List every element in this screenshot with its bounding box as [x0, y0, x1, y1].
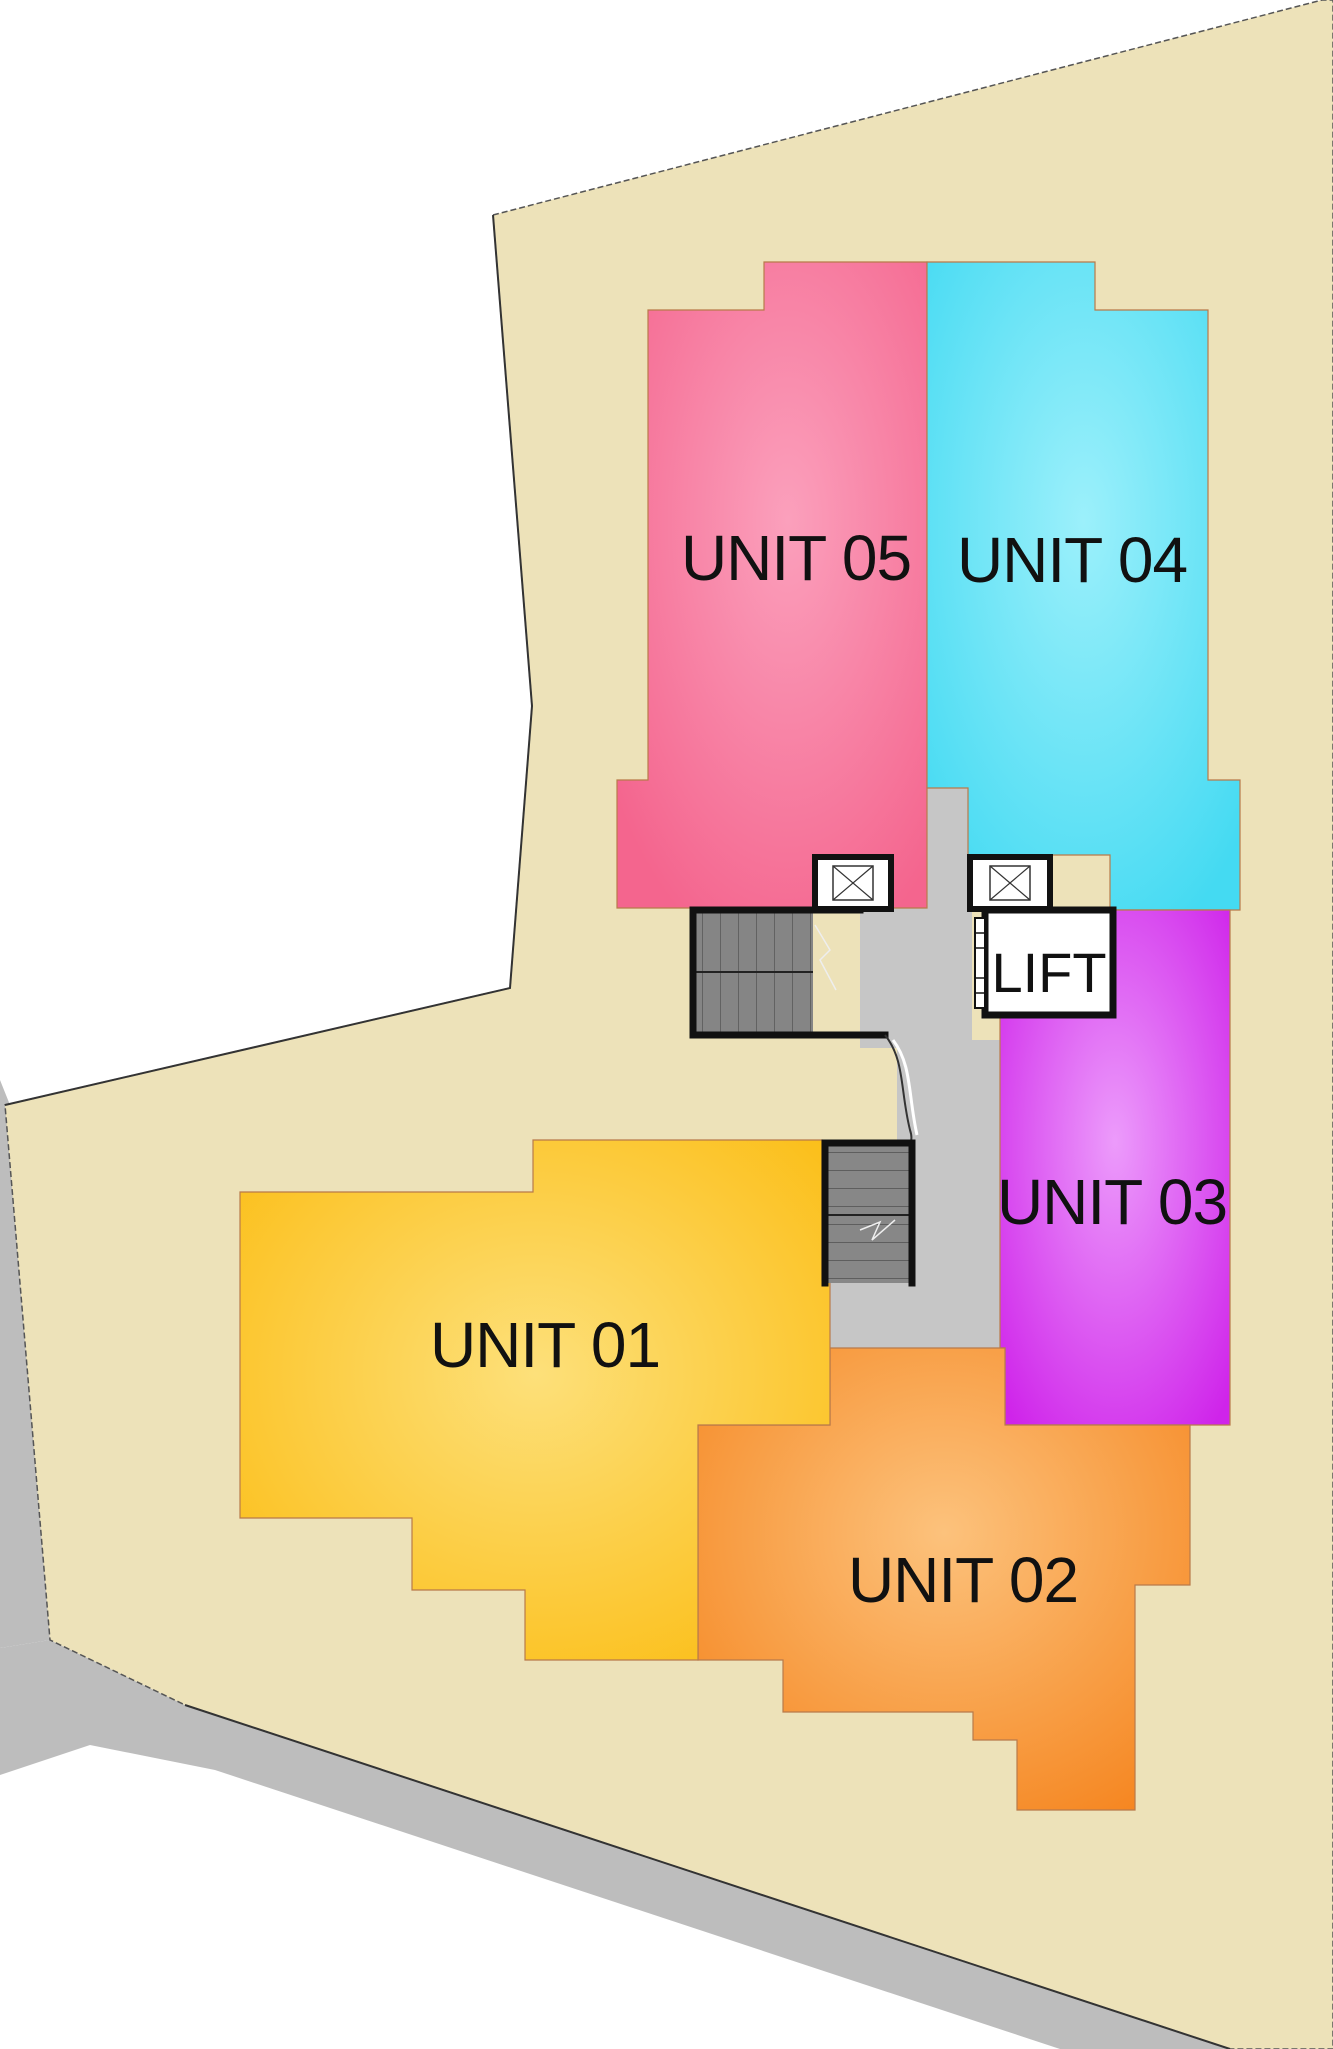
unit-04-label: UNIT 04	[957, 524, 1187, 596]
unit-03-label: UNIT 03	[997, 1166, 1227, 1238]
lift-box: LIFT	[974, 906, 1117, 1019]
unit-04-area	[926, 261, 1241, 911]
road	[0, 1080, 1230, 2049]
staircase-lower	[821, 1139, 916, 1287]
staircase-upper	[689, 906, 919, 1149]
lift-label: LIFT	[991, 941, 1106, 1004]
shaft-right	[967, 854, 1053, 912]
unit-01-label: UNIT 01	[430, 1309, 660, 1381]
shaft-left	[812, 854, 894, 912]
unit-02-label: UNIT 02	[848, 1544, 1078, 1616]
unit-05-label: UNIT 05	[681, 522, 911, 594]
